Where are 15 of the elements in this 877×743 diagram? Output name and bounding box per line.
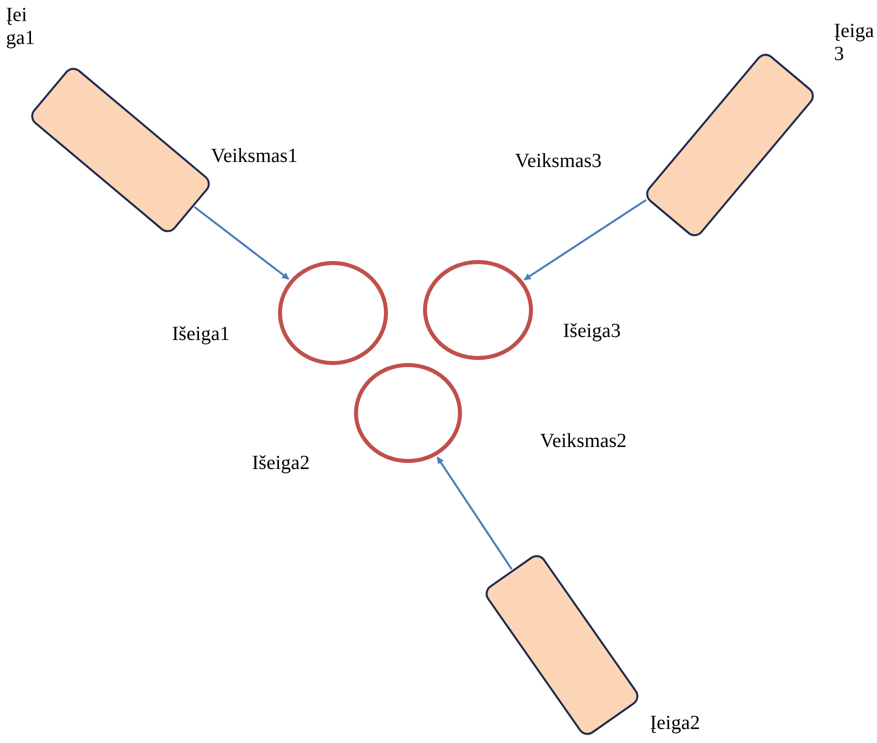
node-label: Išeiga2 [252,452,310,475]
circle-shape [423,260,533,360]
node-label: Išeiga3 [563,320,621,343]
node-label: Įeiga1 [6,4,36,50]
node-label: Įeiga3 [834,20,874,66]
edge-label: Veiksmas1 [211,145,298,168]
arrow [194,206,290,280]
circle-shape [354,363,462,463]
arrow [524,199,647,281]
arrow [436,456,512,570]
node-label: Išeiga1 [172,323,230,346]
node-label: Įeiga2 [650,712,700,735]
edge-label: Veiksmas3 [515,150,602,173]
edge-label: Veiksmas2 [540,430,627,453]
circle-shape [278,261,388,365]
